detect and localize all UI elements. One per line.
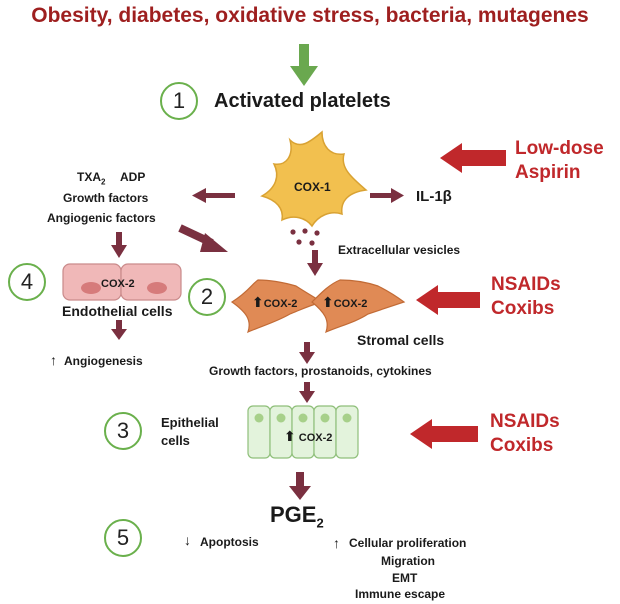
step-2-circle: 2 — [188, 278, 226, 316]
extracellular-vesicles-dots — [290, 228, 320, 246]
endothelial-to-angiogenesis-arrow — [111, 320, 127, 340]
epithelial-cells-shape — [247, 405, 359, 459]
factors-to-epithelial-arrow — [299, 382, 315, 403]
adp-label: ADP — [120, 170, 146, 184]
angiogenic-factors-label: Angiogenic factors — [47, 211, 156, 225]
activated-platelets-label: Activated platelets — [214, 90, 391, 112]
pge2-label: PGE2 — [270, 502, 324, 531]
stromal-cox2-label-1: ⬆COX-2 — [252, 294, 298, 310]
activated-platelet — [260, 130, 368, 228]
epithelial-label-line1: Epithelial — [161, 415, 219, 430]
vesicles-to-stromal-arrow — [307, 250, 323, 276]
txa2-label: TXA2 — [77, 170, 106, 187]
stromal-to-factors-arrow — [299, 342, 315, 364]
growth-prostanoids-cytokines-label: Growth factors, prostanoids, cytokines — [209, 364, 432, 378]
mediators-to-stromal-arrow — [178, 224, 228, 252]
epithelial-cox2-label: ⬆ COX-2 — [284, 428, 333, 444]
nsaids-stromal-inhibition-arrow — [416, 285, 480, 315]
emt-label: EMT — [392, 571, 418, 585]
stromal-cells-shape — [230, 279, 406, 334]
diagram-title: Obesity, diabetes, oxidative stress, bac… — [31, 4, 589, 27]
epithelial-label-line2: cells — [161, 433, 190, 448]
proliferation-up-arrow: ↑ — [333, 535, 340, 551]
immune-escape-label: Immune escape — [355, 587, 446, 601]
apoptosis-down-arrow: ↓ — [184, 532, 191, 548]
nsaids-epithelial-inhibition-arrow — [410, 419, 478, 449]
growth-factors-label: Growth factors — [63, 191, 149, 205]
endothelial-cox2-label: COX-2 — [101, 278, 135, 290]
step-1-circle: 1 — [160, 82, 198, 120]
apoptosis-label: Apoptosis — [200, 535, 259, 549]
cox1-label: COX-1 — [294, 180, 331, 194]
step-5-circle: 5 — [104, 519, 142, 557]
trigger-arrow — [290, 44, 318, 86]
angiogenesis-label: Angiogenesis — [64, 354, 143, 368]
platelet-to-il1b-arrow — [370, 188, 404, 203]
endothelial-cells-shape — [62, 263, 182, 301]
endothelial-cells-label: Endothelial cells — [62, 303, 173, 319]
stromal-cox2-label-2: ⬆COX-2 — [322, 294, 368, 310]
migration-label: Migration — [381, 554, 435, 568]
il1b-label: IL-1β — [416, 188, 452, 205]
mediators-to-endothelial-arrow — [111, 232, 127, 258]
stromal-cells-label: Stromal cells — [357, 332, 445, 348]
extracellular-vesicles-label: Extracellular vesicles — [338, 243, 461, 257]
angiogenesis-up-arrow: ↑ — [50, 352, 57, 368]
aspirin-inhibition-arrow — [440, 143, 506, 173]
step-4-circle: 4 — [8, 263, 46, 301]
platelet-to-mediators-arrow — [192, 188, 235, 203]
step-3-circle: 3 — [104, 412, 142, 450]
epithelial-to-pge2-arrow — [289, 472, 311, 500]
cellular-proliferation-label: Cellular proliferation — [349, 536, 467, 550]
